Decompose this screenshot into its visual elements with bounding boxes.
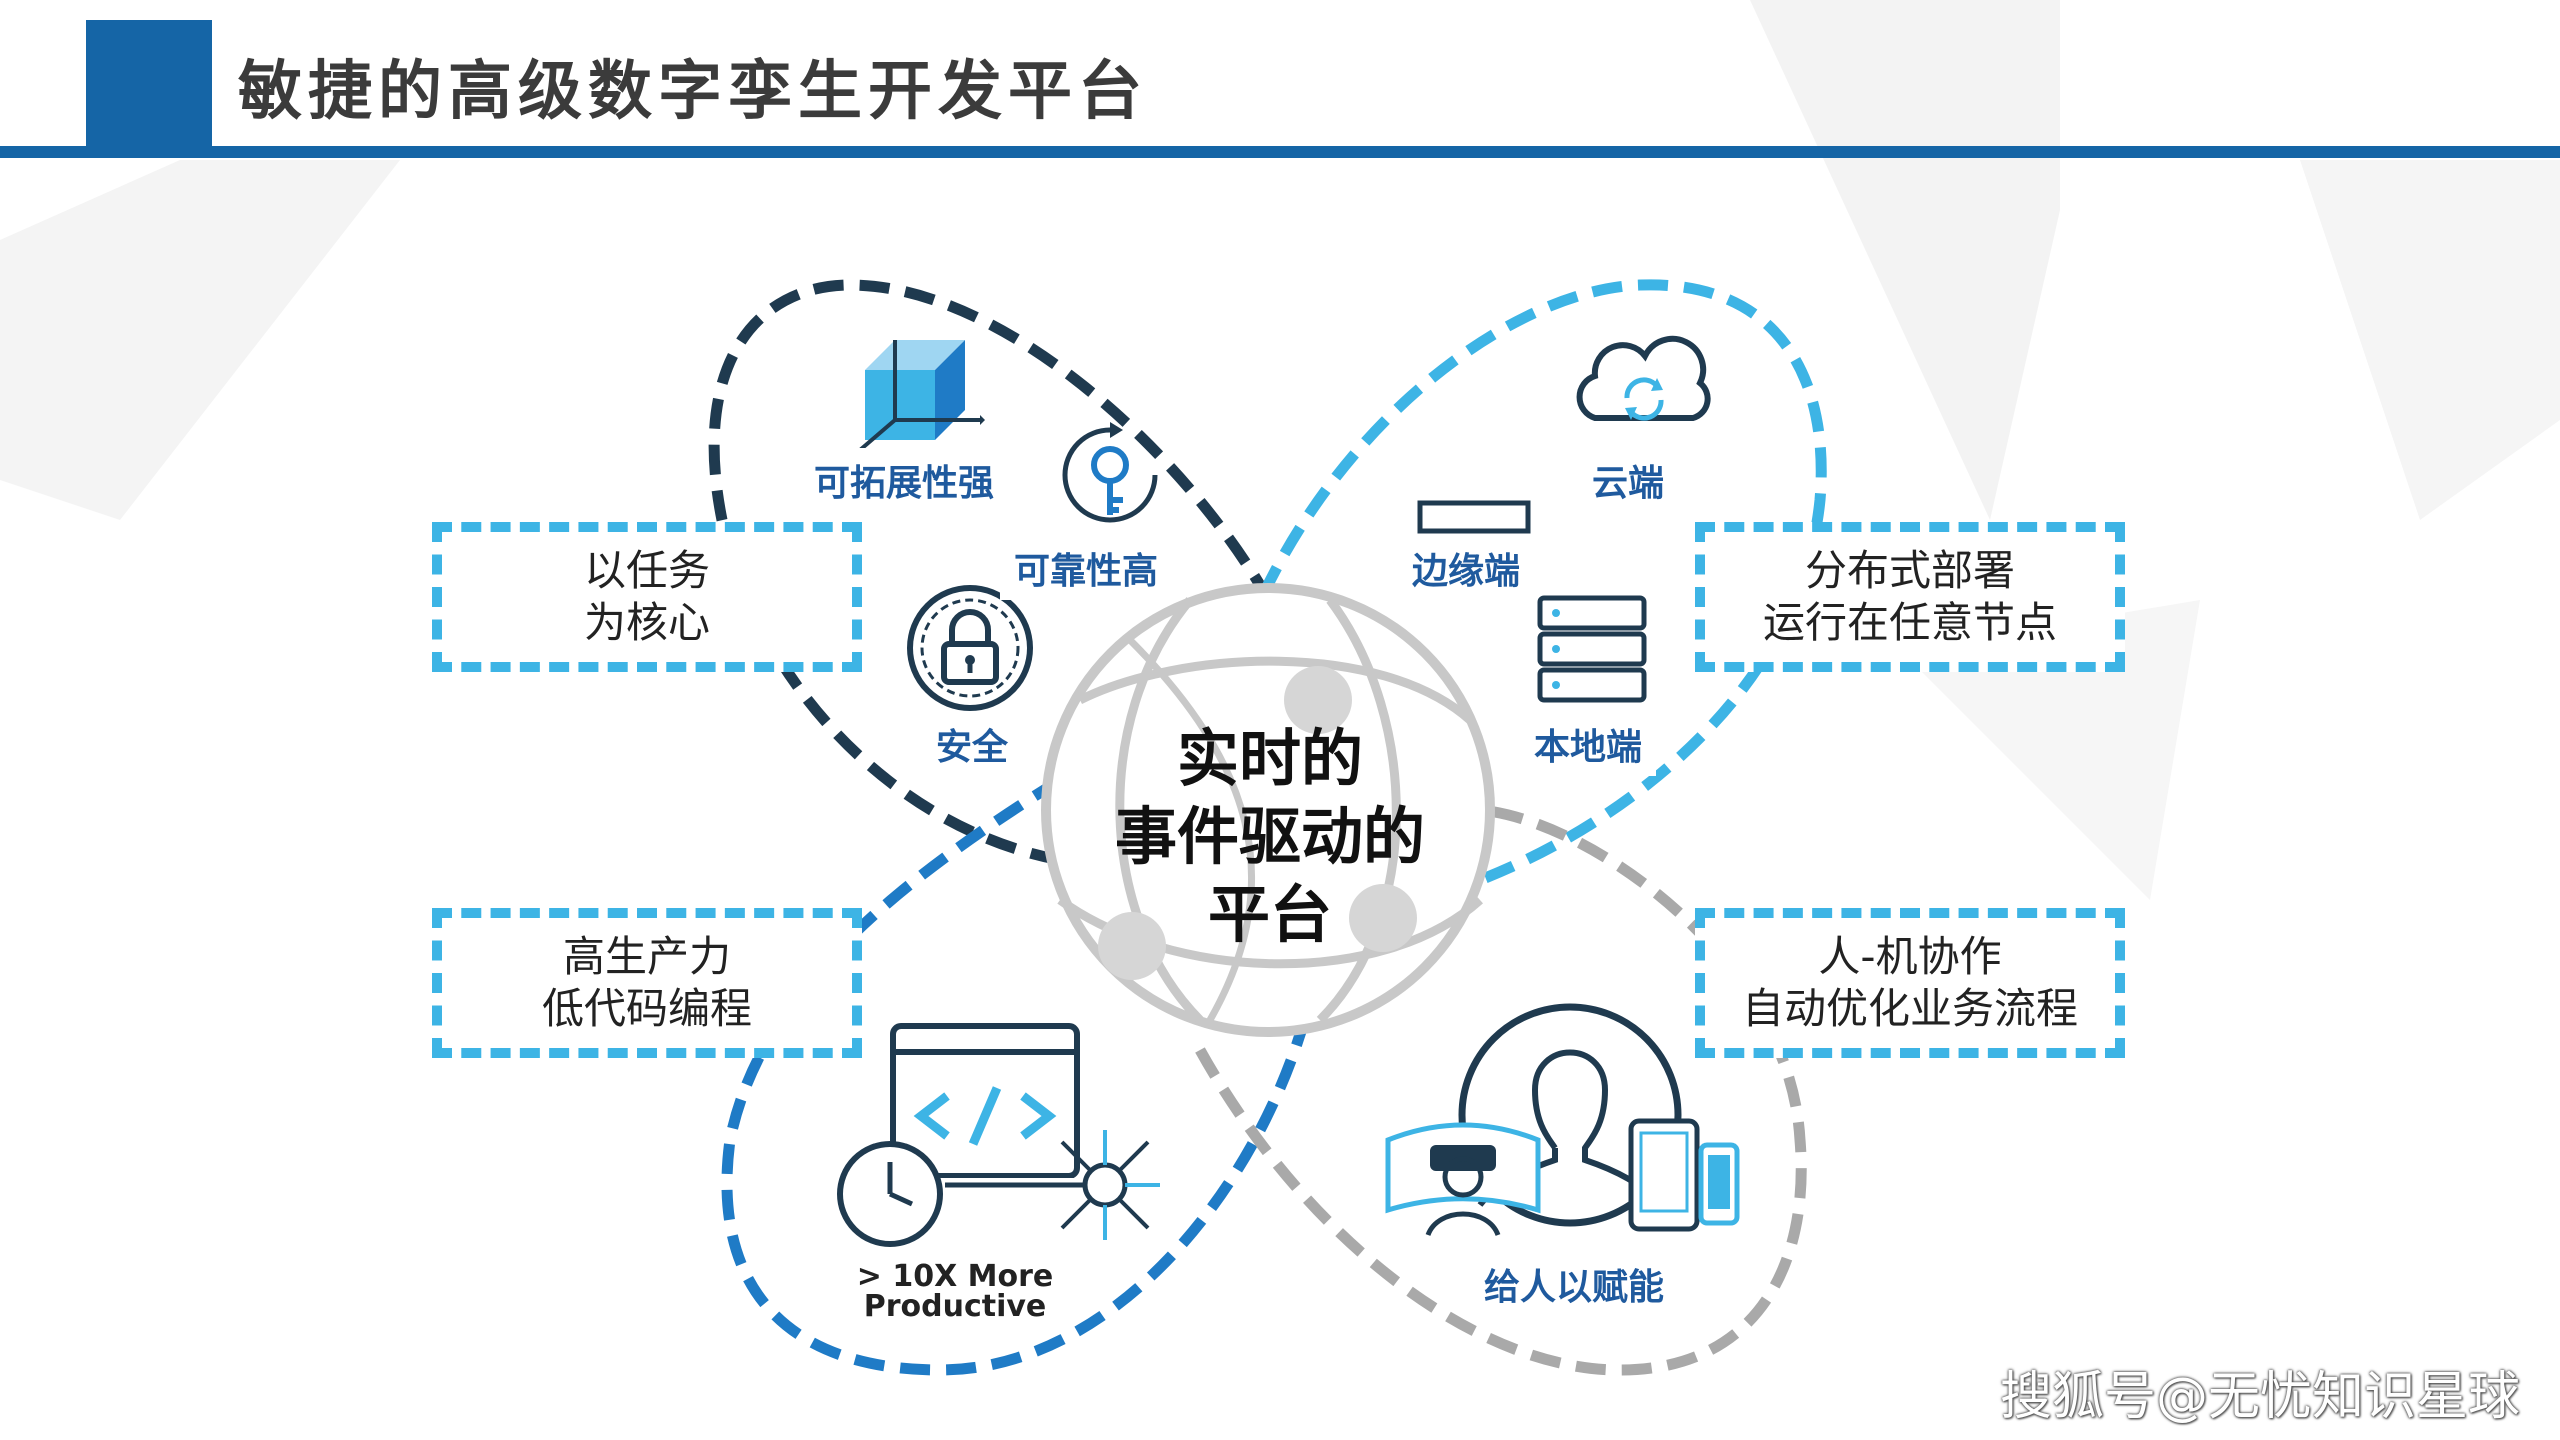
petal-bottom-left	[721, 775, 1326, 1376]
title-underline	[0, 146, 2560, 158]
tag-distributed: 分布式部署 运行在任意节点	[1695, 522, 2125, 672]
edge-device-icon	[1417, 500, 1531, 534]
tag-productivity: 高生产力 低代码编程	[432, 908, 862, 1058]
key-clock-icon	[1062, 422, 1158, 523]
clock-icon	[837, 1141, 943, 1247]
devices-icon	[1628, 1118, 1740, 1232]
tag-distributed-line-2: 运行在任意节点	[1762, 598, 2057, 647]
productive-line-1: > 10X More	[856, 1259, 1054, 1294]
server-icon	[1537, 595, 1647, 703]
connector-line	[945, 1182, 1065, 1188]
productive-label: > 10X More Productive	[830, 1262, 1080, 1322]
label-edge: 边缘端	[1398, 536, 1535, 600]
vr-headset-icon	[1385, 1122, 1541, 1237]
petal-top-right	[1224, 279, 1827, 886]
page-title: 敏捷的高级数字孪生开发平台	[238, 55, 1148, 129]
center-title: 实时的 事件驱动的 平台	[1090, 720, 1450, 954]
tag-distributed-line-1: 分布式部署	[1804, 546, 2015, 595]
label-scalable: 可拓展性强	[800, 448, 1009, 512]
label-cloud: 云端	[1578, 448, 1679, 512]
cube-icon	[858, 340, 985, 450]
tag-collab: 人-机协作 自动优化业务流程	[1695, 908, 2125, 1058]
tag-collab-line-2: 自动优化业务流程	[1741, 984, 2078, 1033]
center-line-3: 平台	[1207, 878, 1332, 951]
tag-mission-line-1: 以任务	[583, 546, 710, 595]
petal-top-left	[708, 279, 1316, 866]
tag-productivity-line-2: 低代码编程	[541, 984, 752, 1033]
tag-collab-line-1: 人-机协作	[1818, 932, 2002, 981]
center-line-2: 事件驱动的	[1114, 800, 1425, 873]
cloud-sync-icon	[1576, 335, 1711, 421]
tag-mission-line-2: 为核心	[583, 598, 710, 647]
productive-line-2: Productive	[863, 1289, 1047, 1324]
lock-icon	[907, 585, 1033, 711]
tag-productivity-line-1: 高生产力	[562, 932, 731, 981]
label-security: 安全	[922, 712, 1023, 776]
label-empower: 给人以赋能	[1470, 1252, 1679, 1316]
label-reliable: 可靠性高	[1000, 536, 1173, 600]
petal-bottom-right	[1195, 804, 1807, 1376]
center-line-1: 实时的	[1176, 722, 1363, 795]
watermark: 搜狐号@无忧知识星球	[1999, 1367, 2520, 1427]
globe-icon	[1041, 583, 1495, 1037]
code-window-icon	[890, 1023, 1080, 1178]
tag-mission: 以任务 为核心	[432, 522, 862, 672]
title-accent-block	[86, 20, 212, 152]
label-local: 本地端	[1520, 712, 1657, 776]
